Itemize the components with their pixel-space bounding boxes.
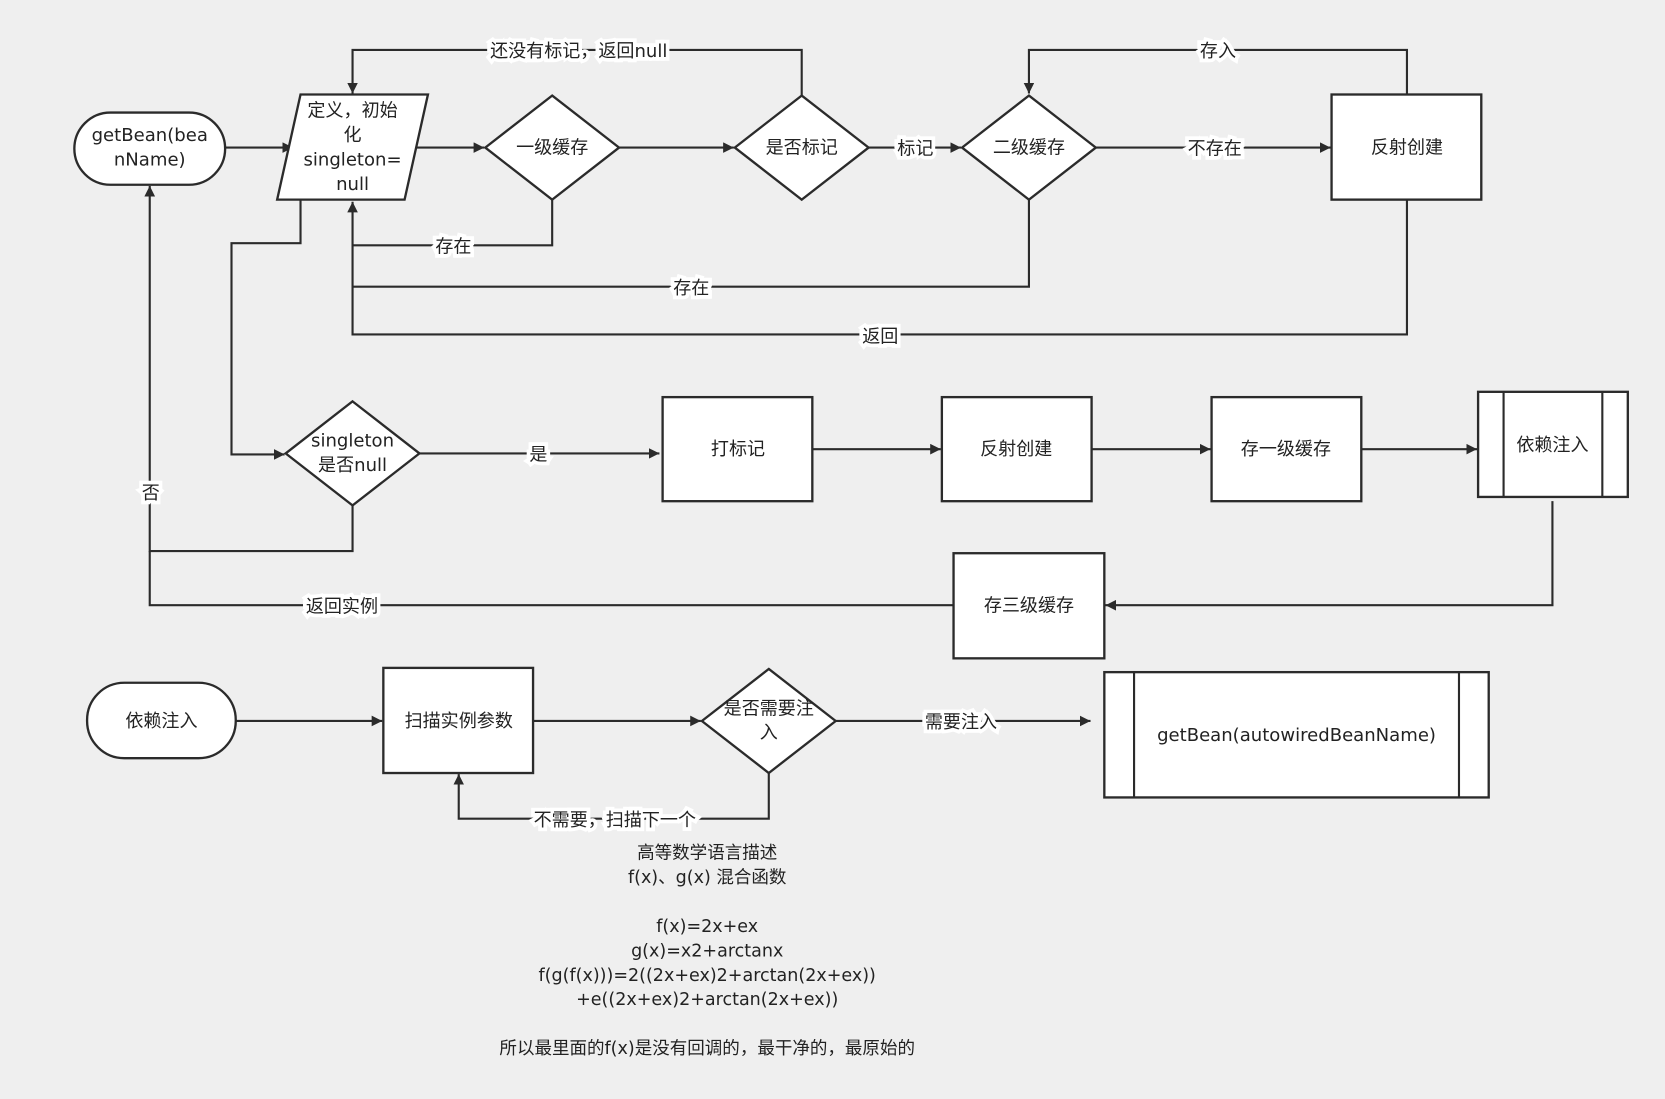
node-start-line1: getBean(bea — [92, 125, 208, 146]
node-init-line2: 化 — [344, 125, 362, 146]
note-line: f(x)=2x+ex — [656, 917, 758, 937]
node-getbean-autowired[interactable]: getBean(autowiredBeanName) — [1103, 670, 1490, 799]
label-yes: 是 — [529, 445, 547, 466]
node-cache2[interactable]: 二级缓存 — [960, 94, 1098, 202]
node-store-cache1[interactable]: 存一级缓存 — [1210, 395, 1363, 503]
node-init-line1: 定义，初始 — [307, 100, 397, 121]
node-start[interactable]: getBean(bea nName) — [73, 111, 227, 186]
node-di-process[interactable]: 依赖注入 — [1476, 390, 1629, 499]
label-return: 返回 — [862, 327, 898, 348]
label-return-instance: 返回实例 — [306, 596, 378, 617]
label-exist2: 存在 — [673, 278, 709, 299]
edge-init-singleton — [230, 199, 302, 460]
node-cache1[interactable]: 一级缓存 — [483, 94, 621, 202]
node-scan-params[interactable]: 扫描实例参数 — [382, 666, 535, 775]
node-need-inject-line2: 入 — [760, 723, 778, 744]
edge-return-instance — [148, 551, 954, 607]
note-line: f(x)、g(x) 混合函数 — [628, 868, 787, 888]
label-need-inject: 需要注入 — [925, 712, 997, 733]
label-not-marked: 还没有标记，返回null — [490, 41, 667, 62]
label-exist1: 存在 — [435, 236, 471, 257]
node-mark[interactable]: 打标记 — [661, 395, 814, 503]
node-store-cache3-label: 存三级缓存 — [984, 595, 1074, 616]
node-reflect-mid-label: 反射创建 — [980, 439, 1052, 460]
node-mark-label: 打标记 — [711, 439, 765, 460]
node-init-line3: singleton= — [303, 149, 401, 170]
node-getbean-autowired-label: getBean(autowiredBeanName) — [1157, 725, 1436, 746]
node-is-marked[interactable]: 是否标记 — [732, 94, 871, 202]
math-note: 高等数学语言描述 f(x)、g(x) 混合函数 f(x)=2x+ex g(x)=… — [499, 844, 915, 1059]
node-init-line4: null — [336, 174, 369, 195]
node-reflect-top-label: 反射创建 — [1371, 138, 1443, 159]
label-no-need: 不需要，扫描下一个 — [534, 810, 696, 831]
edge-exist1 — [347, 199, 554, 247]
note-line: f(g(f(x)))=2((2x+ex)2+arctan(2x+ex)) — [539, 966, 876, 986]
node-di-process-label: 依赖注入 — [1516, 435, 1588, 456]
node-cache1-label: 一级缓存 — [516, 138, 588, 159]
node-scan-params-label: 扫描实例参数 — [405, 711, 513, 732]
node-init[interactable]: 定义，初始 化 singleton= null — [275, 93, 430, 201]
node-store-cache1-label: 存一级缓存 — [1241, 439, 1331, 460]
node-need-inject-line1: 是否需要注 — [724, 698, 814, 719]
edge-return — [351, 199, 1409, 336]
edge-no — [144, 185, 354, 553]
edges — [144, 48, 1554, 820]
note-line: +e((2x+ex)2+arctan(2x+ex)) — [576, 990, 838, 1010]
note-line: g(x)=x2+arctanx — [631, 941, 783, 961]
edge-di-store3 — [1105, 501, 1554, 611]
note-line: 高等数学语言描述 — [637, 844, 777, 864]
edge-store-in — [1023, 48, 1409, 95]
node-reflect-mid[interactable]: 反射创建 — [940, 395, 1093, 503]
node-is-marked-label: 是否标记 — [766, 138, 838, 159]
node-cache2-label: 二级缓存 — [993, 138, 1065, 159]
node-reflect-top[interactable]: 反射创建 — [1330, 93, 1483, 201]
node-need-inject[interactable]: 是否需要注 入 — [699, 667, 838, 775]
label-not-exist: 不存在 — [1188, 139, 1242, 160]
node-singleton-line1: singleton — [311, 431, 394, 452]
node-start-line2: nName) — [114, 149, 186, 170]
label-no: 否 — [142, 483, 160, 504]
edge-no-need — [453, 773, 770, 820]
node-di-start[interactable]: 依赖注入 — [85, 681, 237, 760]
note-line: 所以最里面的f(x)是没有回调的，最干净的，最原始的 — [499, 1039, 915, 1059]
node-di-start-label: 依赖注入 — [125, 711, 197, 732]
edge-not-marked — [347, 48, 803, 96]
label-store-in: 存入 — [1200, 41, 1236, 62]
node-store-cache3[interactable]: 存三级缓存 — [952, 552, 1106, 660]
node-singleton-null[interactable]: singleton 是否null — [283, 399, 422, 507]
node-singleton-line2: 是否null — [318, 455, 387, 476]
edge-exist2 — [352, 199, 1031, 288]
edge-labels: 还没有标记，返回null 存入 标记 不存在 存在 存在 返回 否 是 返回实例… — [138, 37, 1245, 834]
label-marked: 标记 — [897, 139, 933, 160]
